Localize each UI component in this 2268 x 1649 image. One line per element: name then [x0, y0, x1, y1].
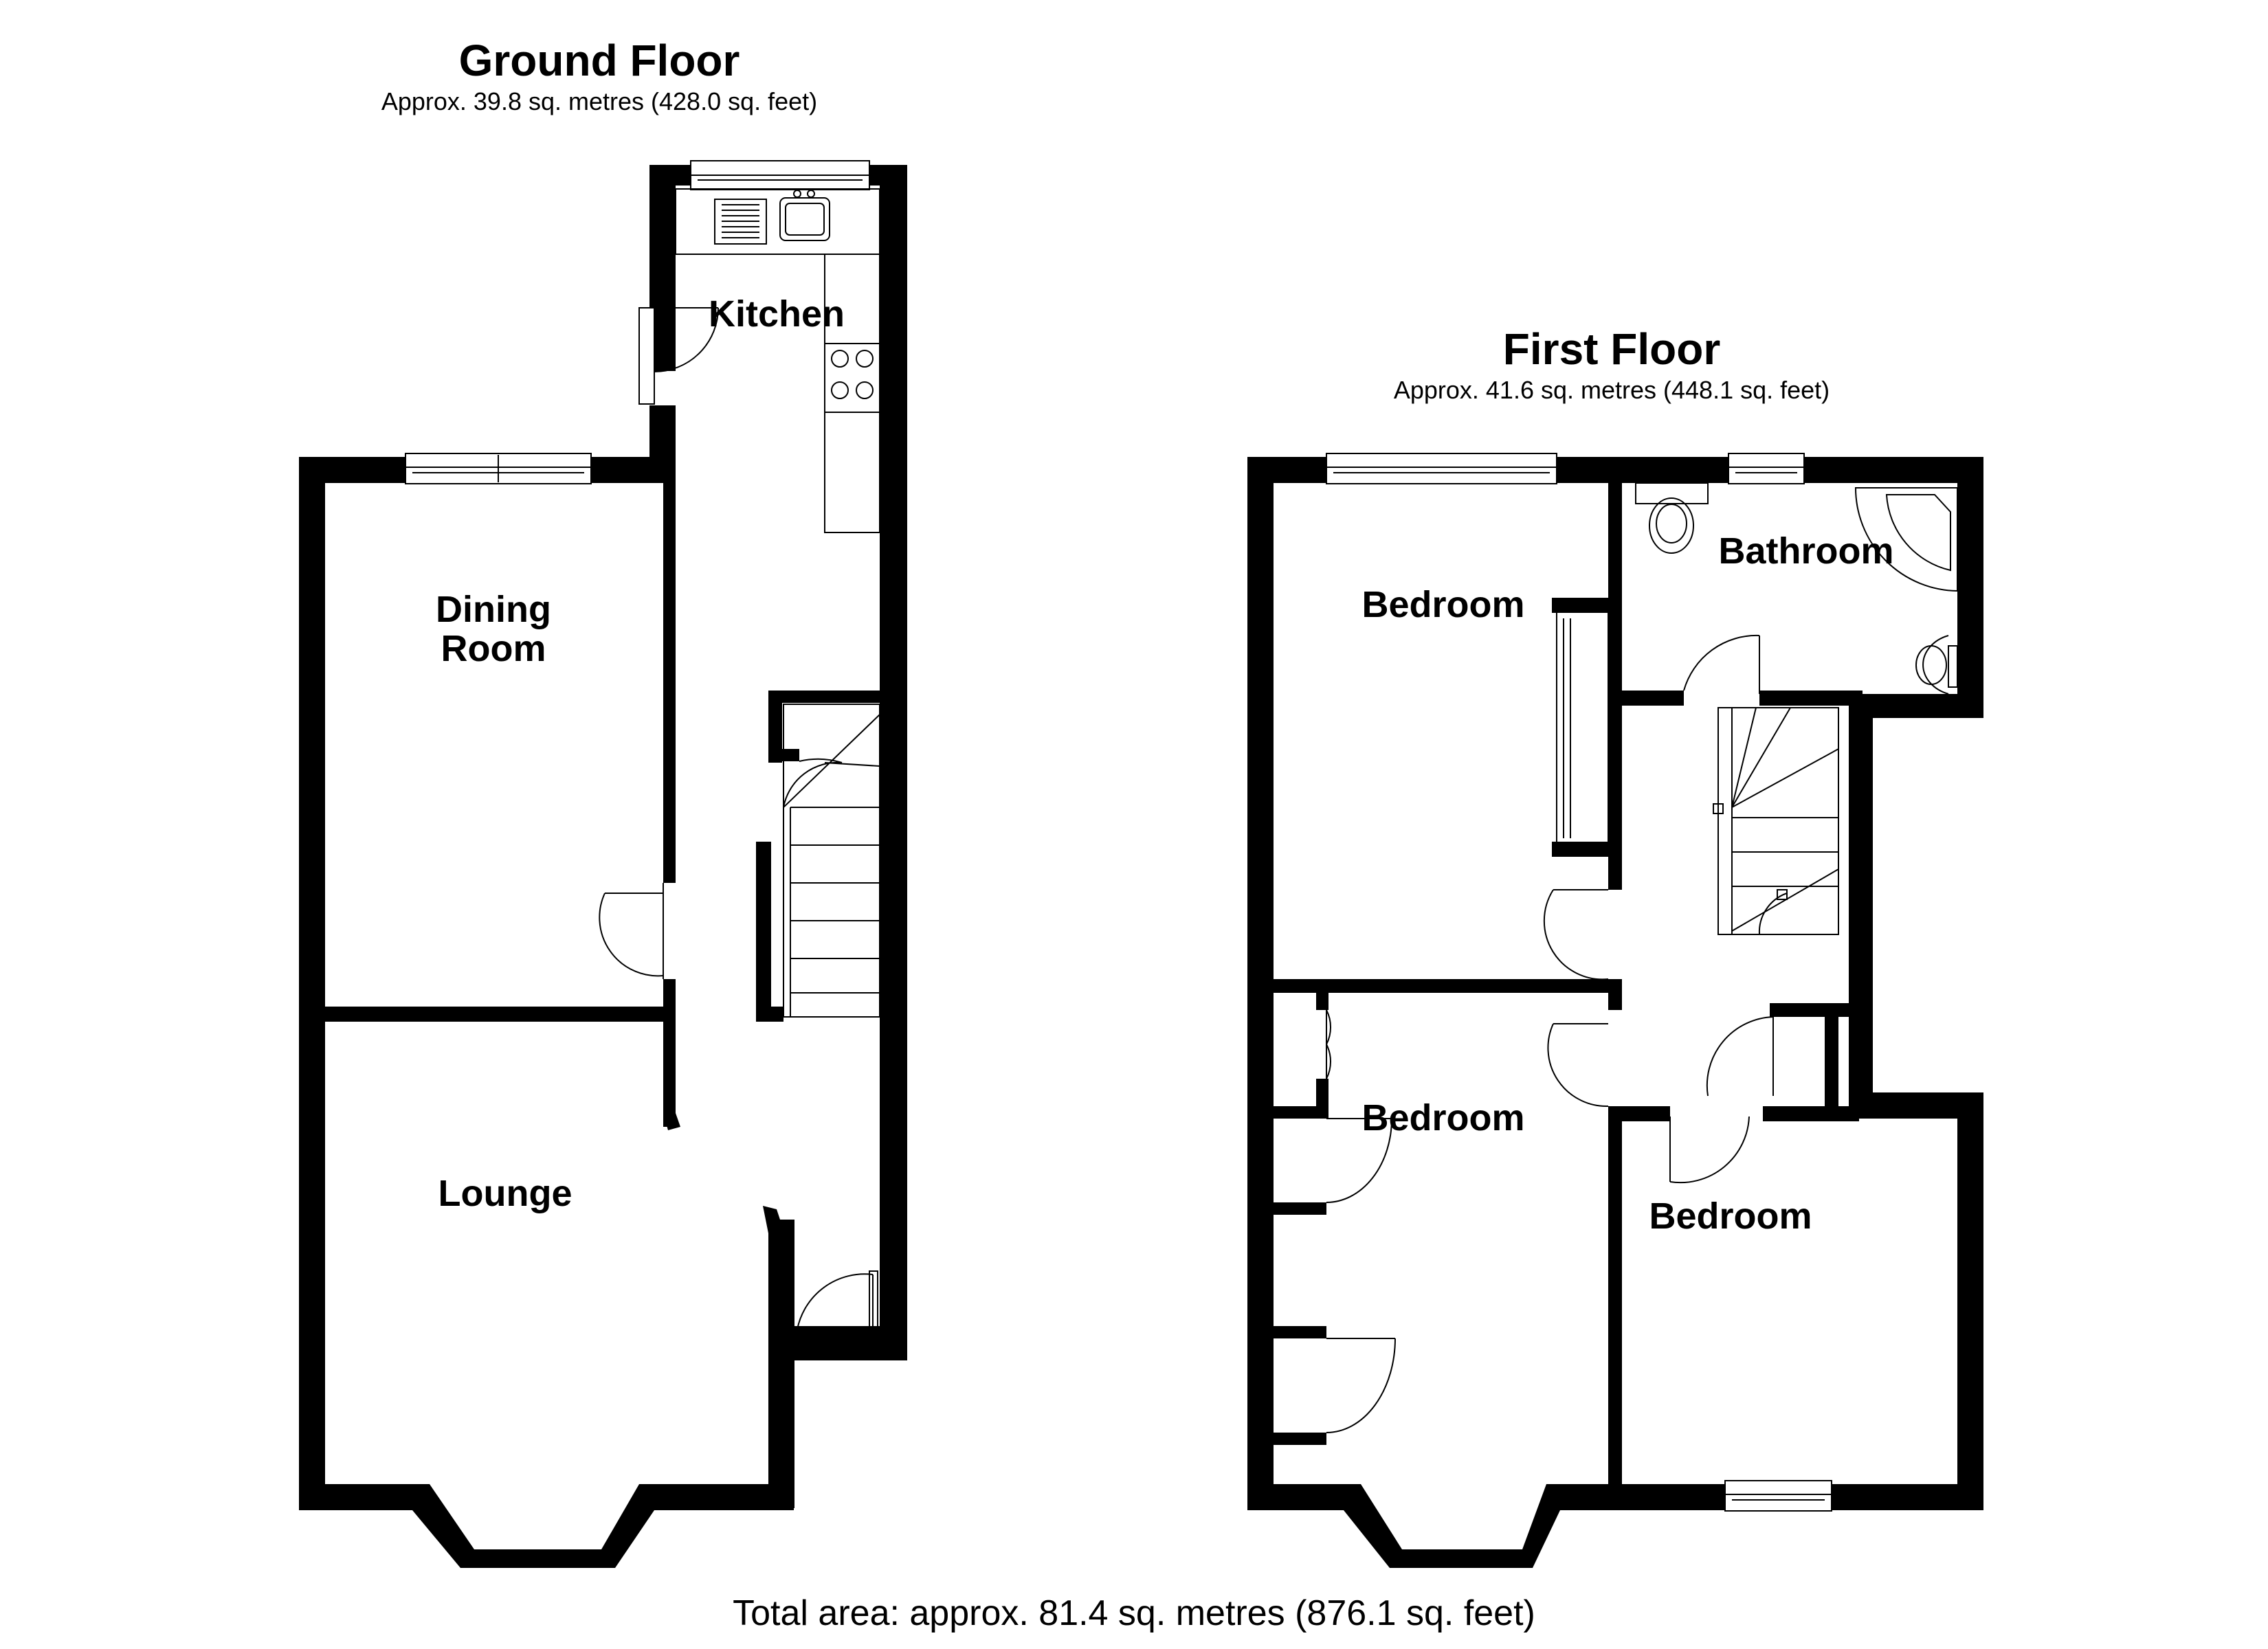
first-staircase — [1713, 707, 1839, 935]
ground-floor-plan: Ground Floor Approx. 39.8 sq. metres (42… — [299, 36, 907, 1568]
ground-floor-title: Ground Floor — [459, 36, 740, 85]
kitchen-window — [690, 160, 870, 190]
ground-floor-area: Approx. 39.8 sq. metres (428.0 sq. feet) — [381, 87, 817, 115]
total-area: Total area: approx. 81.4 sq. metres (876… — [733, 1593, 1535, 1633]
kitchen-side-door — [638, 307, 719, 405]
front-right-bedroom-label: Bedroom — [1649, 1196, 1812, 1237]
small-bedroom-door — [1669, 1116, 1750, 1184]
bathroom-door — [1683, 634, 1760, 694]
first-floor-plan: First Floor Approx. 41.6 sq. metres (448… — [1247, 324, 1983, 1568]
lounge-bay-window — [412, 1484, 654, 1568]
front-bay-window — [1344, 1484, 1560, 1568]
ground-staircase — [783, 704, 880, 1018]
dining-room-label-line1: Dining — [436, 589, 551, 630]
rear-bedroom-window — [1326, 453, 1557, 484]
first-floor-walls — [1247, 457, 1983, 1510]
rear-bedroom-wardrobe — [1556, 611, 1609, 846]
first-floor-title: First Floor — [1503, 324, 1720, 374]
dining-door — [599, 883, 664, 979]
bathroom-fittings — [1635, 482, 1958, 695]
bathroom-window — [1728, 453, 1805, 484]
front-left-bedroom-label: Bedroom — [1361, 1097, 1524, 1138]
lounge-label: Lounge — [438, 1173, 572, 1214]
front-bedroom-door — [1547, 1023, 1609, 1108]
rear-bedroom-door — [1543, 889, 1609, 980]
landing-cupboard-door — [1706, 1016, 1774, 1097]
kitchen-label: Kitchen — [709, 293, 845, 335]
front-door — [797, 1270, 878, 1330]
bathroom-label: Bathroom — [1719, 530, 1894, 572]
rear-bedroom-label: Bedroom — [1361, 584, 1524, 625]
small-bedroom-window — [1724, 1480, 1832, 1512]
ground-floor-walls — [299, 165, 907, 1510]
ground-hall-partitions — [663, 1020, 783, 1233]
dining-room-label-line2: Room — [441, 628, 546, 669]
dining-window — [405, 453, 592, 484]
front-bedroom-wardrobe-doors — [1326, 1009, 1396, 1433]
first-floor-area: Approx. 41.6 sq. metres (448.1 sq. feet) — [1394, 376, 1830, 404]
kitchen-fittings — [675, 188, 880, 533]
